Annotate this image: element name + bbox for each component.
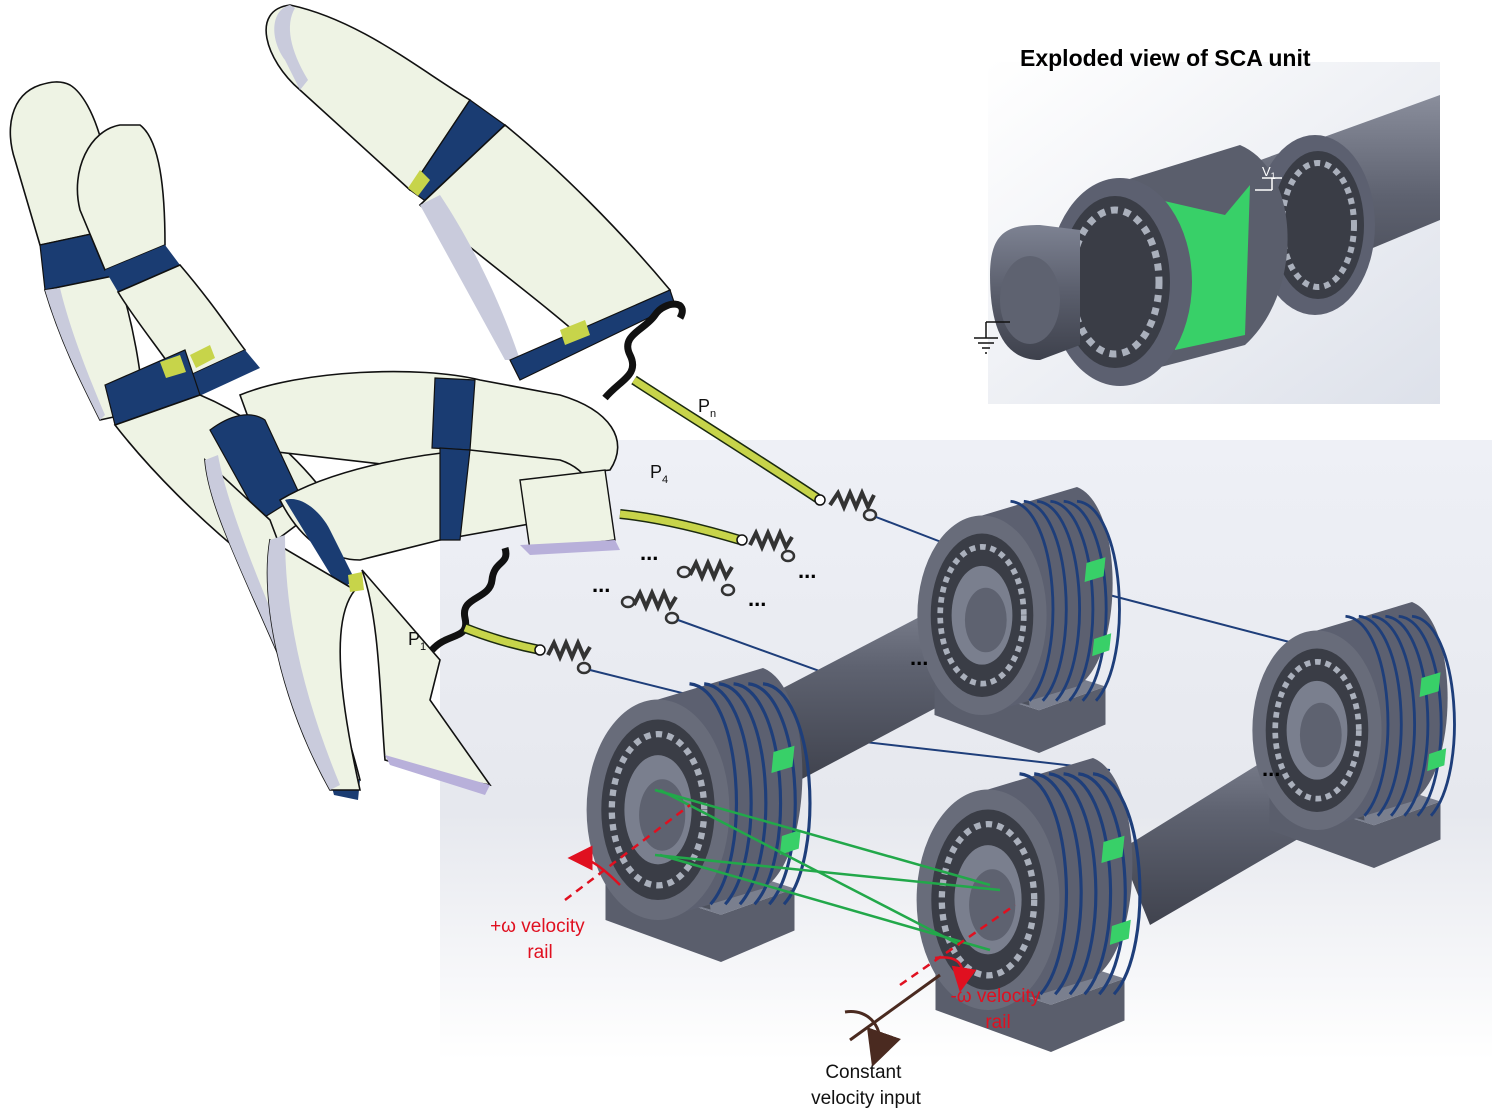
robotic-hand	[9, 4, 686, 800]
voltage-label: V1	[1262, 164, 1276, 181]
input-arrow	[844, 973, 941, 1067]
finger-middle-left	[76, 124, 260, 426]
negative-rail-label: -ω velocity rail	[950, 986, 1045, 1033]
ellipsis-shaft-2: ...	[1262, 756, 1280, 781]
voltage-indicator	[1255, 177, 1282, 191]
pulley-label-p1: P1	[408, 629, 426, 653]
input-label: Constant velocity input	[811, 1062, 922, 1109]
sca-unit-rear-left	[917, 487, 1121, 753]
spring-extra-1	[676, 557, 736, 597]
exploded-inset: V1	[974, 95, 1440, 386]
wavy-edge-top	[602, 300, 686, 401]
pulley-label-pn: Pn	[698, 396, 716, 420]
drive-belt	[654, 788, 1001, 952]
ellipsis-3: ...	[592, 572, 610, 597]
sca-unit-rear-right	[1252, 602, 1456, 868]
negative-rail-arrow	[899, 903, 1016, 993]
tendon-p4	[619, 509, 796, 563]
tendon-p1	[463, 623, 731, 706]
ground-icon	[974, 321, 1010, 354]
tendon-pn	[631, 375, 976, 556]
positive-rail-label: +ω velocity rail	[490, 916, 590, 963]
finger-long	[265, 4, 676, 381]
ellipsis-2: ...	[798, 558, 816, 583]
ellipsis-shaft-1: ...	[910, 645, 928, 670]
wavy-edge-bottom	[429, 547, 510, 653]
ellipsis-1: ...	[640, 540, 658, 565]
positive-rail-arrow	[564, 804, 691, 901]
palm	[113, 370, 620, 800]
sca-unit-front-right	[916, 758, 1142, 1052]
pulley-label-p4: P4	[650, 462, 668, 486]
ellipsis-4: ...	[748, 586, 766, 611]
sca-units	[586, 487, 1456, 1052]
inset-title: Exploded view of SCA unit	[1020, 45, 1311, 71]
